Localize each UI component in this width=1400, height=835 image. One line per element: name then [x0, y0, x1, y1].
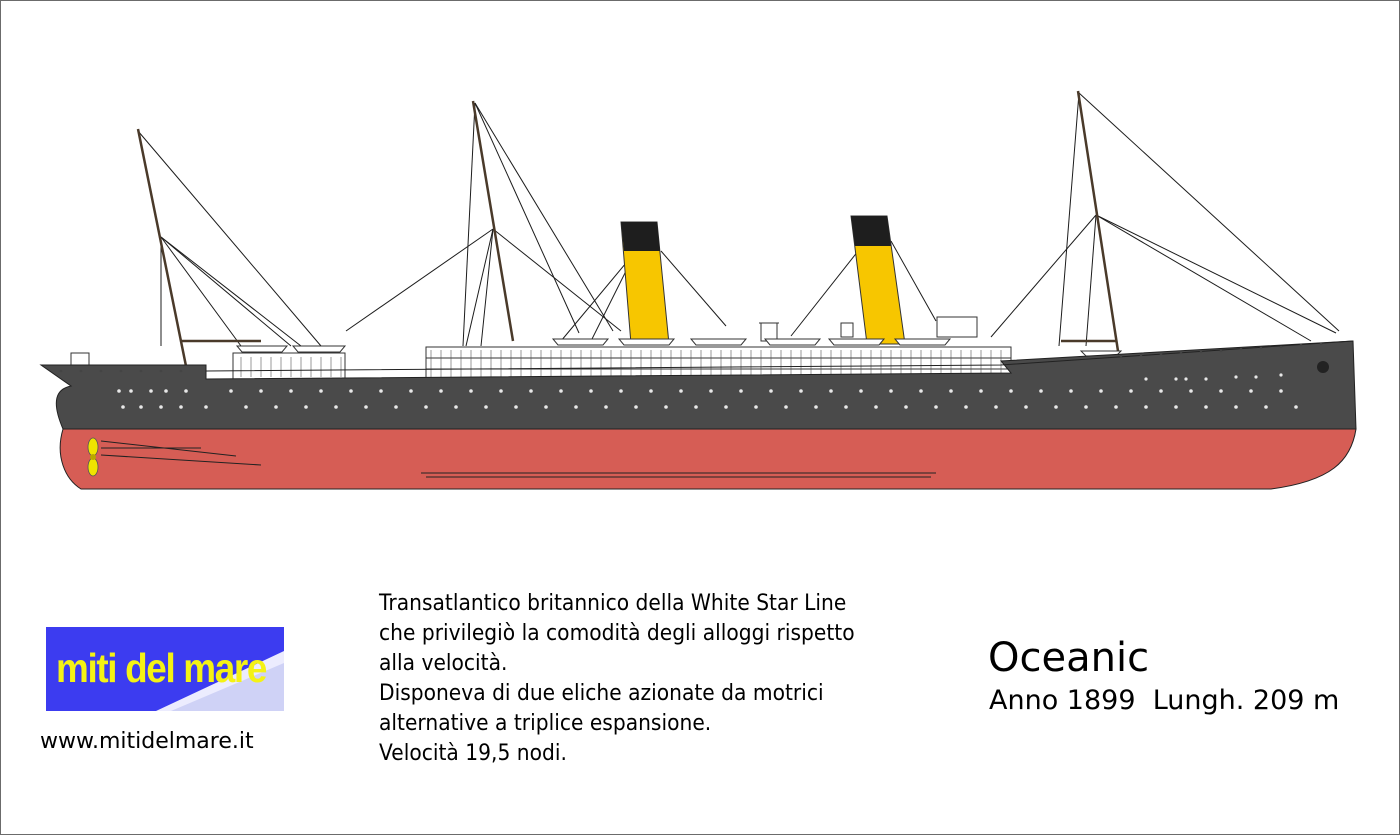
description-line: alternative a triplice espansione.: [379, 711, 712, 736]
description-line: alla velocità.: [379, 651, 508, 676]
ship-illustration: [39, 90, 1357, 490]
rigging-lines: [137, 92, 1340, 347]
description-line: che privilegiò la comodità degli alloggi…: [379, 621, 855, 646]
ship-specs: Anno 1899 Lungh. 209 m: [989, 685, 1339, 716]
ship-description: Transatlantico britannico della White St…: [379, 589, 979, 769]
aft-funnel: [850, 215, 906, 345]
lifeboats: [235, 338, 1123, 357]
description-line: Transatlantico britannico della White St…: [379, 591, 847, 616]
logo-text: miti del mare: [56, 645, 267, 691]
masts: [136, 90, 1120, 367]
deck-railing-dots: [59, 342, 1323, 373]
description-line: Velocità 19,5 nodi.: [379, 741, 567, 766]
bridge-tower: [759, 316, 978, 342]
ship-year: Anno 1899: [989, 685, 1136, 716]
ship-length: Lungh. 209 m: [1152, 685, 1340, 716]
logo[interactable]: miti del mare: [46, 627, 284, 711]
ship-name: Oceanic: [988, 635, 1150, 681]
portholes: [117, 373, 1298, 409]
logo-sail-icon: [156, 651, 284, 711]
forward-funnel: [620, 221, 670, 345]
propeller-icon: [87, 437, 99, 477]
website-url[interactable]: www.mitidelmare.it: [40, 729, 254, 754]
description-line: Disponeva di due eliche azionate da motr…: [379, 681, 824, 706]
